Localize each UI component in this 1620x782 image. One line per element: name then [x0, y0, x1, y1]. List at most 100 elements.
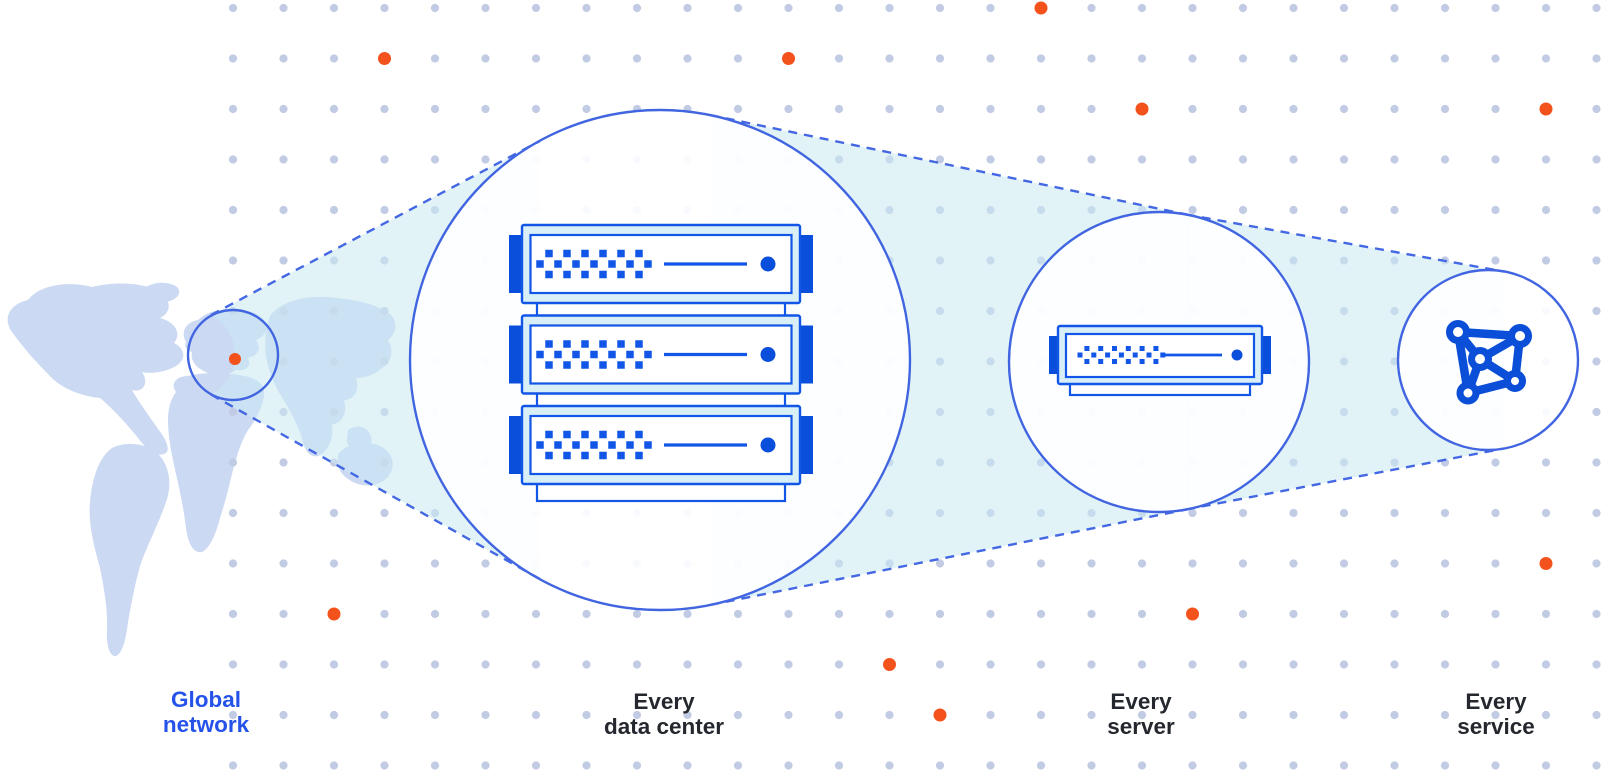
grid-dot [1592, 256, 1601, 265]
grid-dot [935, 559, 945, 568]
grid-dot [1390, 710, 1399, 720]
grid-dot [1592, 559, 1601, 568]
grid-dot [228, 54, 238, 63]
grid-dot [1440, 3, 1450, 13]
grid-dot [329, 559, 339, 568]
grid-dot [1238, 761, 1248, 770]
grid-dot [632, 3, 642, 13]
label-line: network [162, 712, 250, 737]
grid-dot [380, 609, 389, 619]
grid-dot [1491, 54, 1500, 63]
grid-dot [329, 761, 339, 770]
network-mesh-icon [1446, 320, 1532, 405]
grid-dot [1339, 508, 1349, 518]
grid-dot [380, 205, 389, 215]
grid-dot [228, 155, 238, 164]
grid-dot [1238, 710, 1248, 720]
grid-dot [1491, 559, 1500, 568]
grid-dot [1036, 761, 1046, 770]
grid-dot [1087, 559, 1096, 568]
grid-dot [1390, 3, 1399, 13]
grid-dot [1188, 559, 1197, 568]
grid-dot [1390, 104, 1399, 114]
grid-dot [1188, 104, 1197, 114]
grid-dot [1541, 660, 1551, 669]
grid-dot [228, 710, 238, 720]
accent-dot [327, 607, 341, 621]
grid-dot [329, 660, 339, 669]
grid-dot [228, 205, 238, 215]
grid-dot [834, 609, 844, 619]
grid-dot [380, 761, 389, 770]
grid-dot [1390, 559, 1399, 568]
grid-dot [1137, 710, 1147, 720]
grid-dot [228, 407, 238, 417]
grid-dot [1592, 205, 1601, 215]
grid-dot [430, 54, 440, 63]
mesh-node [1446, 320, 1470, 344]
grid-dot [1491, 104, 1500, 114]
grid-dot [228, 508, 238, 518]
grid-dot [430, 3, 440, 13]
grid-dot [430, 609, 440, 619]
grid-dot [683, 761, 692, 770]
grid-dot [1188, 660, 1197, 669]
grid-dot [1036, 104, 1046, 114]
grid-dot [1289, 761, 1298, 770]
grid-dot [1440, 104, 1450, 114]
rack-ear-left [509, 416, 523, 474]
grid-dot [380, 3, 389, 13]
grid-dot [1137, 660, 1147, 669]
grid-dot [531, 3, 541, 13]
grid-dot [1592, 54, 1601, 63]
grid-dot [885, 761, 894, 770]
grid-dot [733, 710, 743, 720]
grid-dot [1339, 155, 1349, 164]
grid-dot [279, 104, 288, 114]
grid-dot [1238, 155, 1248, 164]
grid-dot [632, 609, 642, 619]
grid-dot [733, 3, 743, 13]
globe-highlight-circle [186, 308, 280, 402]
grid-dot [1087, 710, 1096, 720]
continent-north-america [7, 283, 184, 455]
grid-dot [885, 3, 894, 13]
grid-dot [481, 54, 490, 63]
grid-dot [784, 761, 793, 770]
grid-dot [1289, 508, 1298, 518]
grid-dot [885, 609, 894, 619]
grid-dot [935, 3, 945, 13]
grid-dot [1087, 3, 1096, 13]
grid-dot [481, 155, 490, 164]
grid-dot [1087, 54, 1096, 63]
grid-dot [481, 710, 490, 720]
server-unit-icon [1049, 324, 1271, 397]
dashed-line [1185, 213, 1505, 273]
grid-dot [481, 609, 490, 619]
label-line: data center [603, 714, 725, 739]
grid-dot [1541, 205, 1551, 215]
label-every-service: Every service [1457, 689, 1535, 739]
grid-dot [1440, 54, 1450, 63]
grid-dot [1541, 54, 1551, 63]
location-dot-icon [229, 353, 241, 365]
grid-dot [885, 54, 894, 63]
grid-dot [582, 710, 591, 720]
grid-dot [1541, 761, 1551, 770]
grid-dot [1339, 609, 1349, 619]
grid-dot [430, 104, 440, 114]
rack-ear-right [799, 416, 813, 474]
grid-dot [329, 710, 339, 720]
grid-dot [531, 710, 541, 720]
grid-dot [986, 3, 995, 13]
grid-dot [683, 54, 692, 63]
grid-dot [481, 3, 490, 13]
grid-dot [582, 54, 591, 63]
grid-dot [834, 3, 844, 13]
grid-dot [1188, 3, 1197, 13]
grid-dot [1491, 508, 1500, 518]
grid-dot [1289, 205, 1298, 215]
grid-dot [632, 710, 642, 720]
label-line: Every [633, 689, 695, 714]
grid-dot [733, 104, 743, 114]
